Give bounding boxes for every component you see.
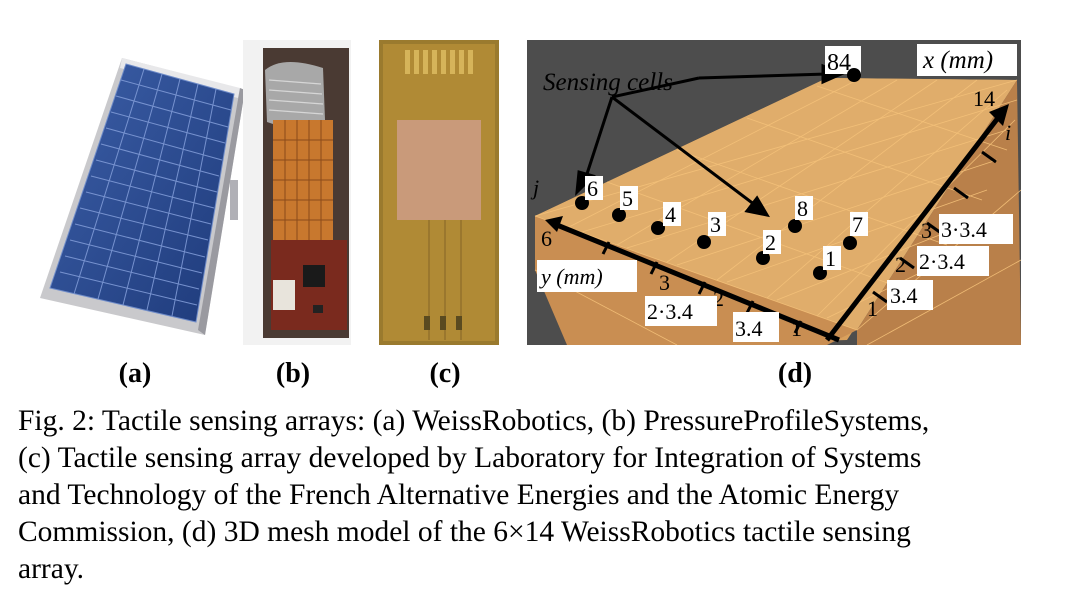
caption-line-3: and Technology of the French Alternative… [18,479,900,511]
cell-marker-3 [697,235,711,249]
i-tick-3: 3 [921,218,932,243]
i-tick-1: 1 [867,296,878,321]
figure-caption: Fig. 2: Tactile sensing arrays: (a) Weis… [18,403,1053,588]
mesh-wrap-texture [268,79,324,115]
subfigure-label-d: (d) [777,358,813,389]
caption-line-5: array. [18,553,85,585]
caption-line-4: Commission, (d) 3D mesh model of the 6×1… [18,516,911,548]
caption-line-2: (c) Tactile sensing array developed by L… [18,442,922,474]
cell-marker-2 [756,251,770,265]
sensor-grid-lines [59,68,232,317]
x-tick-value-3: 3·3.4 [941,217,987,242]
panel-d-3d-mesh-model: Sensing cells 84 x (mm) 14 i j [527,40,1021,345]
subfigure-label-a: (a) [118,358,152,389]
i-tick-2: 2 [895,252,906,277]
cell-marker-5 [612,208,626,222]
cell-marker-8 [788,219,802,233]
sensing-cells-arrows [575,63,845,218]
x-tick-value-2: 2·3.4 [919,249,965,274]
copper-grid [273,120,333,240]
cell-marker-7 [843,236,857,250]
pps-sensor-image [243,40,351,345]
cell-label-1: 1 [825,246,836,271]
subfigure-label-c: (c) [429,358,461,389]
j-tick-6: 6 [541,226,552,251]
j-tick-1: 1 [791,316,802,341]
mesh-side-surface [857,80,1021,345]
panel-a-weissrobotics-photo [40,50,245,335]
subfigure-label-b: (b) [275,358,311,389]
panel-b-pressureprofilesystems-photo [243,40,351,345]
sensing-cells-label: Sensing cells [543,69,673,96]
cell-marker-4 [651,221,665,235]
corner-label-84: 84 [827,50,851,76]
weissrobotics-sensor-image [40,58,245,335]
x-axis-label: x (mm) [922,47,993,74]
connector-pads [405,50,473,74]
i-axis-ticks [872,150,997,304]
cell-marker-84 [847,68,861,82]
y-tick-value-1: 3.4 [735,316,763,341]
cell-label-7: 7 [852,212,863,237]
x-tick-value-1: 3.4 [890,283,918,308]
cell-label-4: 4 [665,202,676,227]
corner-label-14: 14 [973,86,995,111]
cell-label-5: 5 [622,186,633,211]
i-axis-line [825,112,1003,342]
j-axis-label: j [530,175,539,200]
cell-label-6: 6 [587,176,598,201]
cell-label-8: 8 [797,196,808,221]
j-axis-ticks [601,241,803,334]
y-tick-value-2: 2·3.4 [647,299,693,324]
j-tick-2: 2 [713,286,724,311]
j-axis-line [556,222,840,343]
panel-c-cea-sensor-photo [379,40,499,345]
cea-sensor-image [379,40,499,345]
j-tick-3: 3 [659,270,670,295]
caption-line-1: Fig. 2: Tactile sensing arrays: (a) Weis… [18,405,930,437]
y-axis-label: y (mm) [539,264,603,289]
i-axis-label: i [1005,120,1011,145]
cell-label-2: 2 [765,230,776,255]
mesh-model-svg: Sensing cells 84 x (mm) 14 i j [527,40,1021,345]
cell-label-3: 3 [710,212,721,237]
